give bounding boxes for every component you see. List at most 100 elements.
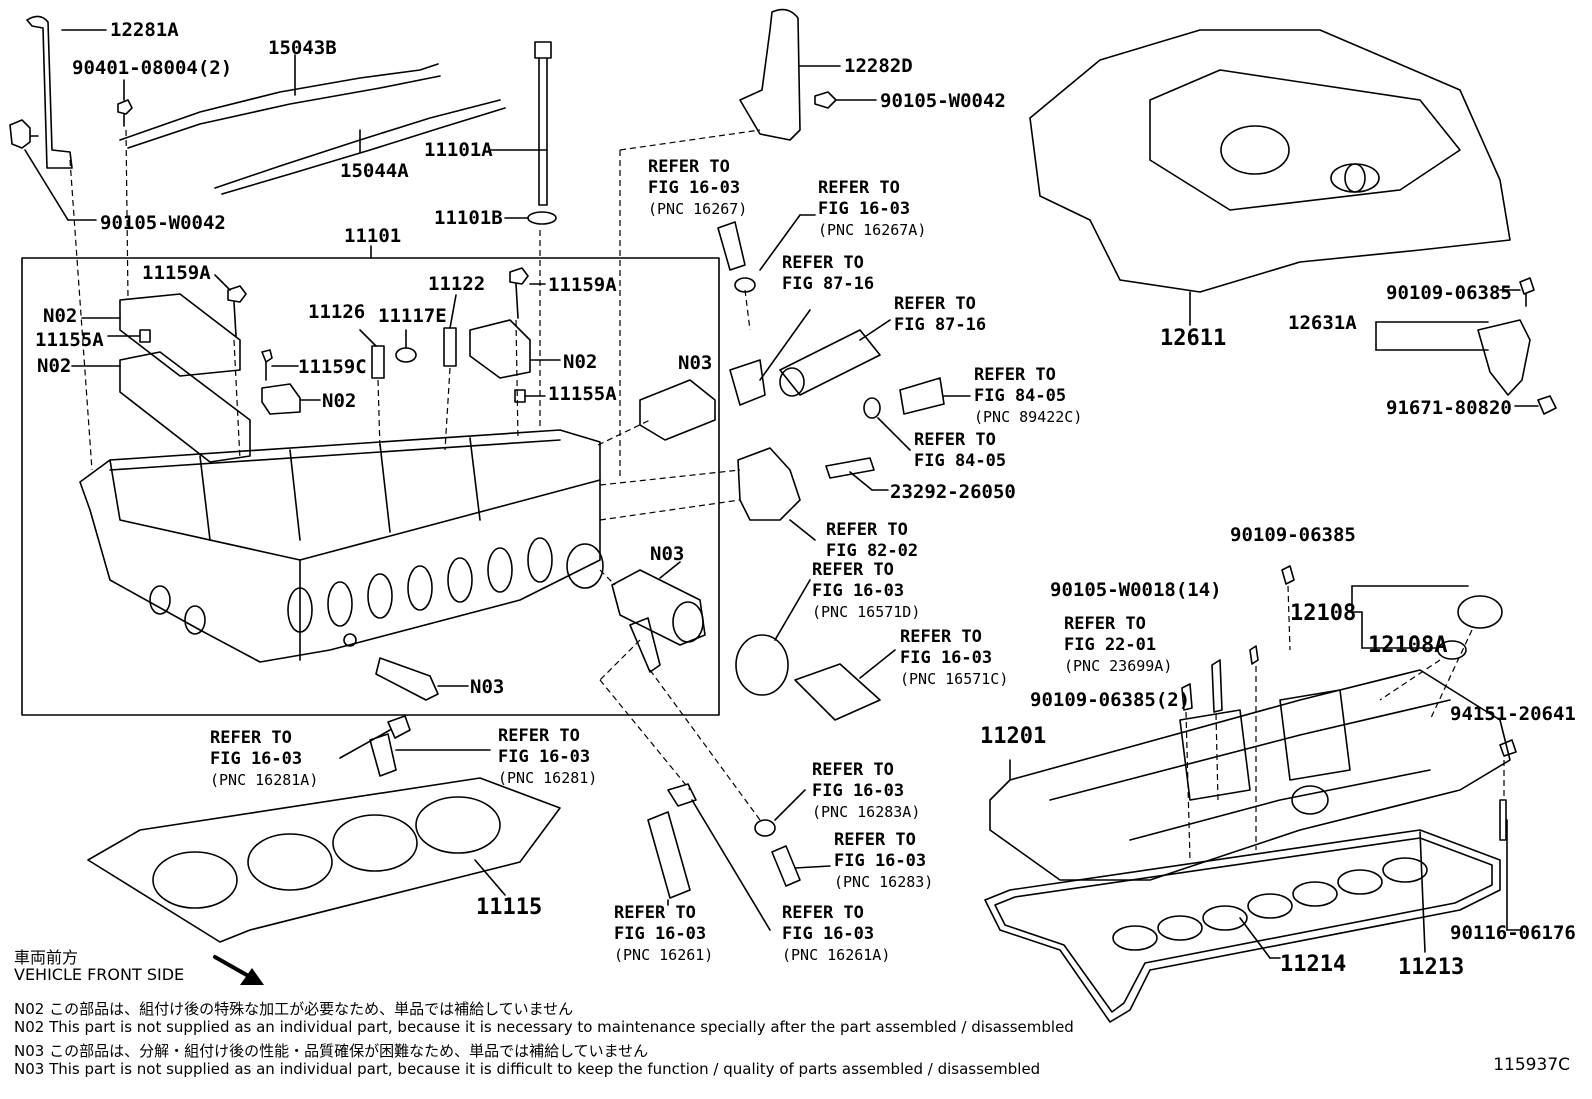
- fitting-n03-bottom: [375, 657, 439, 701]
- camcap-right: [469, 319, 531, 379]
- bolt-11159a-left: [227, 285, 247, 337]
- hose-16283: [771, 845, 801, 887]
- camcap-upper: [119, 293, 241, 377]
- clamp-16283a: [754, 819, 776, 837]
- bolt-11101a-shank: [538, 57, 548, 206]
- label-12281a: 12281A: [110, 19, 179, 41]
- bolt-90105-w0018: [1249, 645, 1259, 665]
- label-90105-w0042-right: 90105-W0042: [880, 90, 1006, 112]
- dowel-left: [139, 329, 151, 343]
- figure-id: 115937C: [1493, 1055, 1570, 1075]
- label-11115: 11115: [476, 895, 543, 920]
- label-11101b: 11101B: [434, 207, 503, 229]
- label-94151-20641: 94151-20641: [1450, 703, 1576, 725]
- bolt-91671: [1537, 395, 1557, 415]
- vehicle-front-jp: 車両前方: [14, 948, 79, 967]
- label-90109-06385-c: 90109-06385(2): [1030, 689, 1191, 711]
- label-12611: 12611: [1160, 326, 1227, 351]
- bracket-82-02: [737, 447, 801, 521]
- head-group-box: [21, 257, 720, 716]
- clamp-16571d: [735, 634, 789, 696]
- label-11155a-left: 11155A: [35, 329, 104, 351]
- label-90109-06385-b: 90109-06385: [1230, 524, 1356, 546]
- note-n03-en: N03 This part is not supplied as an indi…: [14, 1060, 1041, 1078]
- label-11201: 11201: [980, 724, 1047, 749]
- label-91671-80820: 91671-80820: [1386, 397, 1512, 419]
- label-11101: 11101: [344, 225, 402, 247]
- bolt-90401: [117, 99, 133, 127]
- stud-90116: [1499, 799, 1507, 841]
- bracket-12281a: [26, 15, 73, 169]
- stud-23292: [825, 457, 875, 479]
- label-11101a: 11101A: [424, 139, 493, 161]
- label-n02-d: N02: [563, 351, 598, 373]
- bolt-90105-right: [814, 91, 837, 109]
- label-11159a-right: 11159A: [548, 274, 617, 296]
- bolt-11159c: [261, 349, 273, 381]
- protector-15043b: [119, 63, 441, 149]
- dowel-right: [514, 389, 526, 403]
- label-12631a: 12631A: [1288, 312, 1357, 334]
- note-n02-en: N02 This part is not supplied as an indi…: [14, 1018, 1074, 1036]
- hose-16261: [647, 811, 691, 899]
- vehicle-front-en: VEHICLE FRONT SIDE: [14, 965, 185, 984]
- camcap-lower: [119, 351, 251, 463]
- note-n03-jp: N03 この部品は、分解・組付け後の性能・品質確保が困難なため、単品では補給して…: [14, 1042, 649, 1060]
- label-90105-w0018: 90105-W0018(14): [1050, 579, 1222, 601]
- label-12108a: 12108A: [1368, 633, 1448, 658]
- label-23292-26050: 23292-26050: [890, 481, 1016, 503]
- bolt-90105-left: [9, 119, 31, 149]
- front-arrow-head: [240, 968, 264, 985]
- label-11159a-left: 11159A: [142, 262, 211, 284]
- label-15043b: 15043B: [268, 37, 337, 59]
- bolt-11101a-head: [534, 41, 552, 59]
- toyota-emblem: [1330, 163, 1380, 193]
- label-12108: 12108: [1290, 601, 1357, 626]
- label-n02-b: N02: [37, 355, 72, 377]
- label-n02-a: N02: [43, 305, 78, 327]
- label-11213: 11213: [1398, 955, 1465, 980]
- label-90401-08004: 90401-08004(2): [72, 57, 233, 79]
- label-11155a-right: 11155A: [548, 383, 617, 405]
- clamp-16261a: [667, 783, 697, 807]
- clamp-87-16: [729, 359, 766, 406]
- nut-94151: [1499, 739, 1517, 757]
- hose-16281: [369, 733, 397, 777]
- label-11122: 11122: [428, 273, 486, 295]
- clamp-16267a: [734, 277, 756, 293]
- pin-11122: [443, 327, 457, 367]
- gasket-12108a: [1437, 640, 1467, 660]
- bolt-11159a-right: [509, 267, 529, 319]
- hose-16571c: [794, 663, 881, 721]
- label-n03-b: N03: [650, 543, 685, 565]
- cover-gasket-11213: [984, 829, 1501, 1023]
- label-90116-06176: 90116-06176: [1450, 922, 1576, 944]
- label-11159c: 11159C: [298, 356, 367, 378]
- pin-11126: [371, 345, 385, 379]
- head-gasket-11115: [87, 777, 561, 943]
- plug-11117e: [395, 347, 417, 363]
- plug-gasket-11214: [1112, 857, 1428, 951]
- label-11117e: 11117E: [378, 305, 447, 327]
- stud-23699a: [1211, 659, 1223, 713]
- bolt-90109-b: [1281, 565, 1295, 585]
- label-11214: 11214: [1280, 952, 1347, 977]
- fitting-n03-top: [639, 379, 716, 441]
- clamp-16281a: [387, 715, 411, 739]
- sensor-89422c: [899, 377, 945, 415]
